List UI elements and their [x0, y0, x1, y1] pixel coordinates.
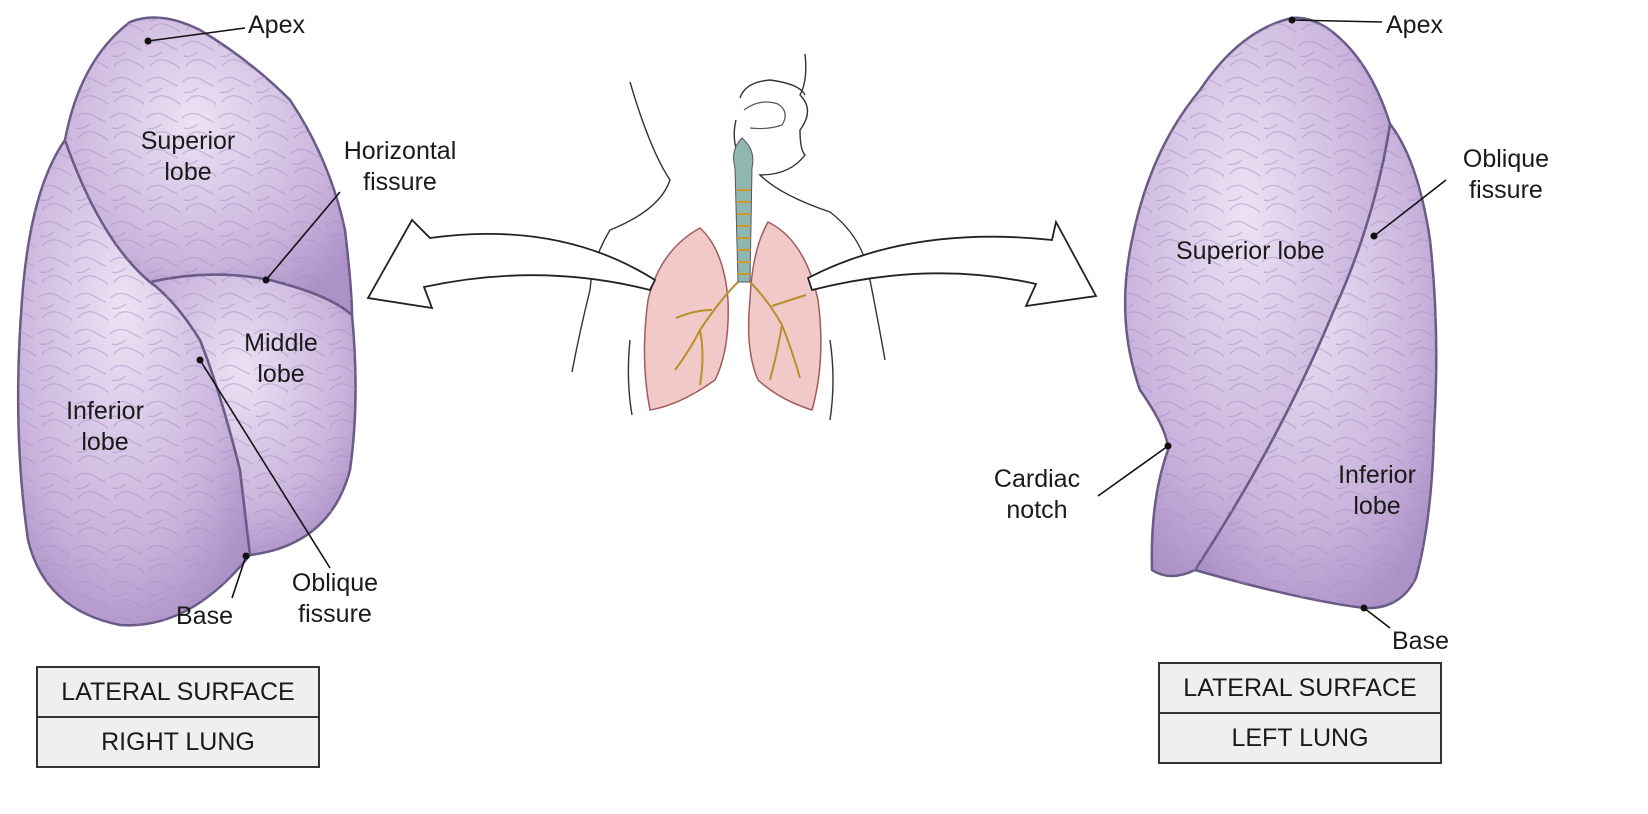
left-lung-name-caption: LEFT LUNG — [1160, 712, 1440, 762]
left-cardiac-notch-line2: notch — [982, 495, 1092, 526]
left-superior-lobe-label: Superior lobe — [1176, 236, 1325, 267]
right-horizontal-fissure-line2: fissure — [330, 167, 470, 198]
right-inferior-lobe-label: Inferior lobe — [50, 396, 160, 458]
left-base-label: Base — [1392, 626, 1449, 657]
right-middle-lobe-line1: Middle — [226, 328, 336, 359]
right-inferior-lobe-line1: Inferior — [50, 396, 160, 427]
left-inferior-lobe-label: Inferior lobe — [1322, 460, 1432, 522]
right-middle-lobe-line2: lobe — [226, 359, 336, 390]
right-lung-name-caption: RIGHT LUNG — [38, 716, 318, 766]
left-cardiac-notch-line1: Cardiac — [982, 464, 1092, 495]
left-lung-caption-box: LATERAL SURFACE LEFT LUNG — [1158, 662, 1442, 764]
left-inferior-lobe-line1: Inferior — [1322, 460, 1432, 491]
right-lung-illustration — [18, 18, 355, 626]
right-oblique-fissure-line2: fissure — [280, 599, 390, 630]
right-lung-surface-caption: LATERAL SURFACE — [38, 668, 318, 716]
right-apex-label: Apex — [248, 10, 305, 41]
right-horizontal-fissure-label: Horizontal fissure — [330, 136, 470, 198]
right-horizontal-fissure-line1: Horizontal — [330, 136, 470, 167]
left-oblique-fissure-label: Oblique fissure — [1446, 144, 1566, 206]
left-lung-surface-caption: LATERAL SURFACE — [1160, 664, 1440, 712]
small-lungs — [644, 222, 820, 410]
right-superior-lobe-line1: Superior — [128, 126, 248, 157]
left-oblique-fissure-line1: Oblique — [1446, 144, 1566, 175]
left-pointing-arrow — [368, 220, 655, 308]
left-cardiac-notch-label: Cardiac notch — [982, 464, 1092, 526]
left-inferior-lobe-line2: lobe — [1322, 491, 1432, 522]
right-oblique-fissure-label: Oblique fissure — [280, 568, 390, 630]
right-inferior-lobe-line2: lobe — [50, 427, 160, 458]
torso-outline — [572, 54, 885, 420]
right-superior-lobe-label: Superior lobe — [128, 126, 248, 188]
right-oblique-fissure-line1: Oblique — [280, 568, 390, 599]
right-base-label: Base — [176, 601, 233, 632]
right-middle-lobe-label: Middle lobe — [226, 328, 336, 390]
right-lung-caption-box: LATERAL SURFACE RIGHT LUNG — [36, 666, 320, 768]
right-pointing-arrow — [808, 222, 1096, 306]
left-apex-label: Apex — [1386, 10, 1443, 41]
left-oblique-fissure-line2: fissure — [1446, 175, 1566, 206]
right-superior-lobe-line2: lobe — [128, 157, 248, 188]
